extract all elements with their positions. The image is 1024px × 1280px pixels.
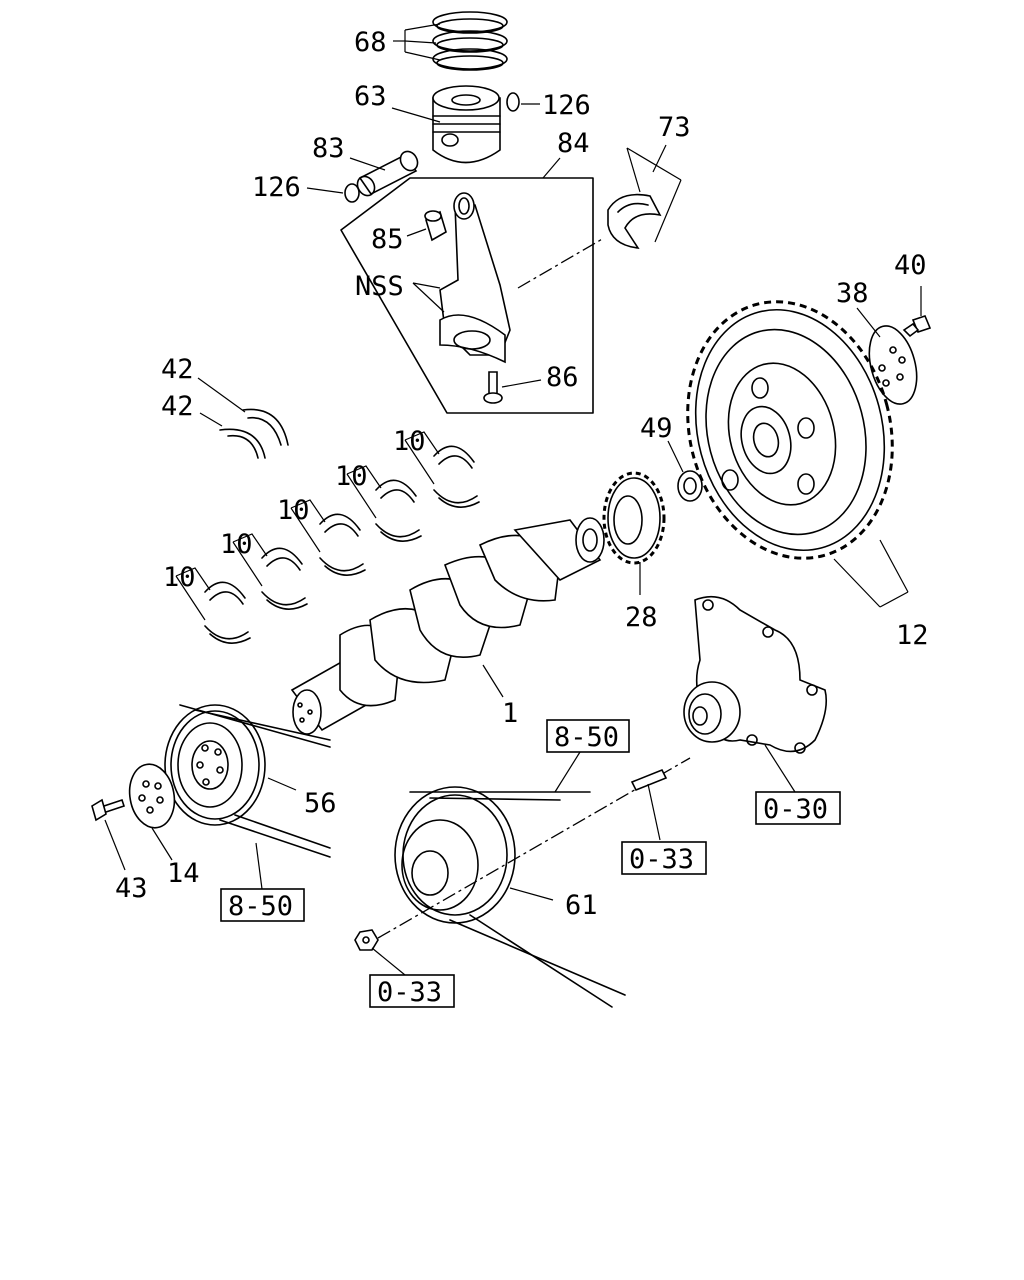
label-61: 61 bbox=[565, 890, 598, 921]
piston-pin bbox=[349, 150, 419, 197]
main-bearing-3 bbox=[290, 499, 366, 576]
flywheel-washer bbox=[856, 307, 918, 405]
label-12: 12 bbox=[896, 620, 929, 651]
label-49: 49 bbox=[640, 413, 673, 444]
label-10-d: 10 bbox=[335, 461, 368, 492]
label-10-c: 10 bbox=[277, 495, 310, 526]
label-86: 86 bbox=[546, 362, 579, 393]
ref-box-belt-lower bbox=[220, 888, 305, 922]
label-28: 28 bbox=[625, 602, 658, 633]
label-68: 68 bbox=[354, 27, 387, 58]
label-38: 38 bbox=[836, 278, 869, 309]
crankshaft bbox=[290, 517, 605, 735]
main-bearing-1 bbox=[175, 567, 251, 644]
flywheel-bolt bbox=[902, 286, 932, 338]
label-43: 43 bbox=[115, 873, 148, 904]
label-126-lower: 126 bbox=[252, 172, 301, 203]
conrod-bearing bbox=[517, 144, 682, 289]
snap-ring-lower bbox=[306, 183, 360, 203]
ref-label-belt-lower: 8-50 bbox=[228, 891, 293, 922]
label-40: 40 bbox=[894, 250, 927, 281]
conrod-bolt bbox=[483, 371, 542, 404]
label-10-b: 10 bbox=[220, 529, 253, 560]
stud-bolt bbox=[630, 768, 668, 841]
label-42-lower: 42 bbox=[161, 391, 194, 422]
main-bearings bbox=[175, 431, 480, 644]
piston bbox=[391, 85, 501, 164]
label-83: 83 bbox=[312, 133, 345, 164]
ref-label-stud: 0-33 bbox=[629, 844, 694, 875]
pulley-bolt bbox=[91, 798, 126, 871]
label-1: 1 bbox=[502, 698, 518, 729]
water-pump bbox=[683, 595, 828, 793]
pulley-washer bbox=[128, 763, 176, 861]
connecting-rod-frame bbox=[340, 157, 594, 414]
label-nss: NSS bbox=[355, 271, 404, 302]
label-10-a: 10 bbox=[163, 562, 196, 593]
main-bearing-5 bbox=[404, 431, 480, 508]
thrust-washers bbox=[197, 377, 289, 459]
crankshaft-pulley bbox=[164, 704, 331, 858]
label-126-upper: 126 bbox=[542, 90, 591, 121]
label-85: 85 bbox=[371, 224, 404, 255]
ref-label-belt-upper: 8-50 bbox=[554, 722, 619, 753]
snap-ring-upper bbox=[506, 92, 540, 112]
reference-boxes bbox=[220, 719, 841, 1008]
label-10-e: 10 bbox=[393, 426, 426, 457]
label-84: 84 bbox=[557, 128, 590, 159]
label-14: 14 bbox=[167, 858, 200, 889]
small-end-bushing bbox=[406, 210, 447, 242]
main-bearing-2 bbox=[232, 533, 308, 610]
main-bearing-4 bbox=[346, 465, 422, 542]
ref-box-water-pump bbox=[755, 791, 841, 825]
connecting-rod bbox=[412, 192, 511, 364]
part-labels: 68 63 126 83 126 84 73 85 NSS 86 40 38 4… bbox=[115, 27, 929, 1008]
ref-label-water-pump: 0-30 bbox=[763, 794, 828, 825]
crankshaft-gear bbox=[602, 471, 666, 595]
label-63: 63 bbox=[354, 81, 387, 112]
ref-label-nut: 0-33 bbox=[377, 977, 442, 1008]
piston-rings bbox=[393, 11, 508, 71]
label-42-upper: 42 bbox=[161, 354, 194, 385]
ref-box-belt-upper bbox=[546, 719, 630, 753]
pilot-bearing bbox=[667, 440, 703, 502]
flywheel bbox=[686, 300, 909, 608]
label-56: 56 bbox=[304, 788, 337, 819]
water-pump-pulley bbox=[394, 786, 626, 1008]
label-73: 73 bbox=[658, 112, 691, 143]
ref-box-nut bbox=[369, 974, 455, 1008]
ref-box-stud bbox=[621, 841, 707, 875]
